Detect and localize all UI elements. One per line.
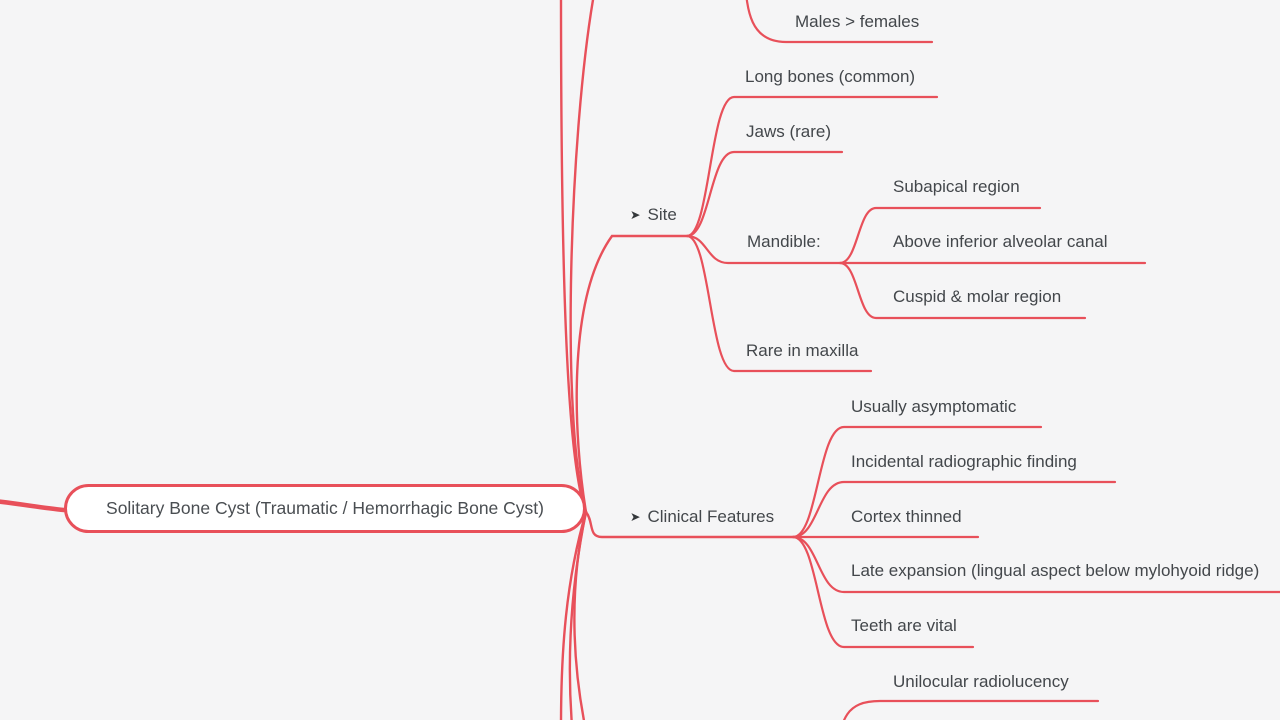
- node-label: Cuspid & molar region: [893, 286, 1062, 306]
- edge-clinical-to-teeth-vital: [791, 535, 975, 649]
- node-clinical-features[interactable]: ➤ Clinical Features: [630, 507, 774, 527]
- branch-arrow-icon: ➤: [630, 206, 641, 222]
- edge-clinical-to-incidental: [791, 480, 1117, 539]
- edge-root-to-clinical: [584, 510, 795, 539]
- root-node[interactable]: Solitary Bone Cyst (Traumatic / Hemorrha…: [64, 484, 586, 533]
- node-usually-asymptomatic[interactable]: Usually asymptomatic: [851, 397, 1016, 417]
- branch-arrow-icon: ➤: [630, 508, 641, 524]
- node-mandible[interactable]: Mandible:: [747, 232, 821, 252]
- node-label: Cortex thinned: [851, 506, 962, 526]
- edge-mandible-to-cuspid-molar: [838, 261, 1087, 320]
- node-label: Rare in maxilla: [746, 340, 859, 360]
- edge-radiographic-to-unilocular: [842, 699, 1100, 720]
- node-label: Above inferior alveolar canal: [893, 231, 1108, 251]
- edge-demographics-to-males-females: [745, 0, 934, 44]
- edge-clinical-to-usually-asymptomatic: [791, 425, 1043, 539]
- node-label: Late expansion (lingual aspect below myl…: [851, 560, 1260, 580]
- node-unilocular-radiolucency[interactable]: Unilocular radiolucency: [893, 672, 1069, 692]
- node-long-bones[interactable]: Long bones (common): [745, 67, 915, 87]
- node-males-females[interactable]: Males > females: [795, 12, 919, 32]
- node-incidental-radiographic-finding[interactable]: Incidental radiographic finding: [851, 452, 1077, 472]
- node-label: Site: [647, 204, 677, 224]
- node-jaws[interactable]: Jaws (rare): [746, 122, 831, 142]
- node-late-expansion[interactable]: Late expansion (lingual aspect below myl…: [851, 561, 1259, 581]
- root-node-label: Solitary Bone Cyst (Traumatic / Hemorrha…: [106, 498, 544, 518]
- node-cuspid-molar-region[interactable]: Cuspid & molar region: [893, 287, 1061, 307]
- node-label: Subapical region: [893, 176, 1020, 196]
- edge-mandible-to-subapical: [838, 206, 1042, 265]
- node-subapical-region[interactable]: Subapical region: [893, 177, 1020, 197]
- edge-site-to-long-bones: [685, 95, 939, 238]
- node-label: Usually asymptomatic: [851, 396, 1017, 416]
- node-label: Long bones (common): [745, 66, 916, 86]
- edge-site-to-rare-maxilla: [685, 234, 873, 373]
- edge-root-offscreen-bottom-c: [573, 510, 588, 720]
- node-label: Mandible:: [747, 231, 821, 251]
- edge-site-to-mandible: [685, 234, 842, 265]
- node-cortex-thinned[interactable]: Cortex thinned: [851, 507, 962, 527]
- node-label: Males > females: [795, 11, 920, 31]
- node-label: Clinical Features: [647, 506, 775, 526]
- edge-site-to-jaws: [685, 150, 844, 238]
- node-label: Teeth are vital: [851, 615, 957, 635]
- edge-root-to-site: [575, 234, 689, 514]
- node-above-inferior-alveolar-canal[interactable]: Above inferior alveolar canal: [893, 232, 1108, 252]
- node-site[interactable]: ➤ Site: [630, 205, 677, 225]
- node-label: Unilocular radiolucency: [893, 671, 1069, 691]
- node-teeth-are-vital[interactable]: Teeth are vital: [851, 616, 957, 636]
- node-rare-in-maxilla[interactable]: Rare in maxilla: [746, 341, 858, 361]
- node-label: Incidental radiographic finding: [851, 451, 1077, 471]
- edge-clinical-to-late-expansion: [791, 535, 1280, 594]
- edge-root-offscreen-top-b: [569, 0, 595, 514]
- node-label: Jaws (rare): [746, 121, 832, 141]
- edge-left-to-root: [0, 499, 67, 513]
- edge-root-offscreen-bottom-a: [559, 510, 588, 720]
